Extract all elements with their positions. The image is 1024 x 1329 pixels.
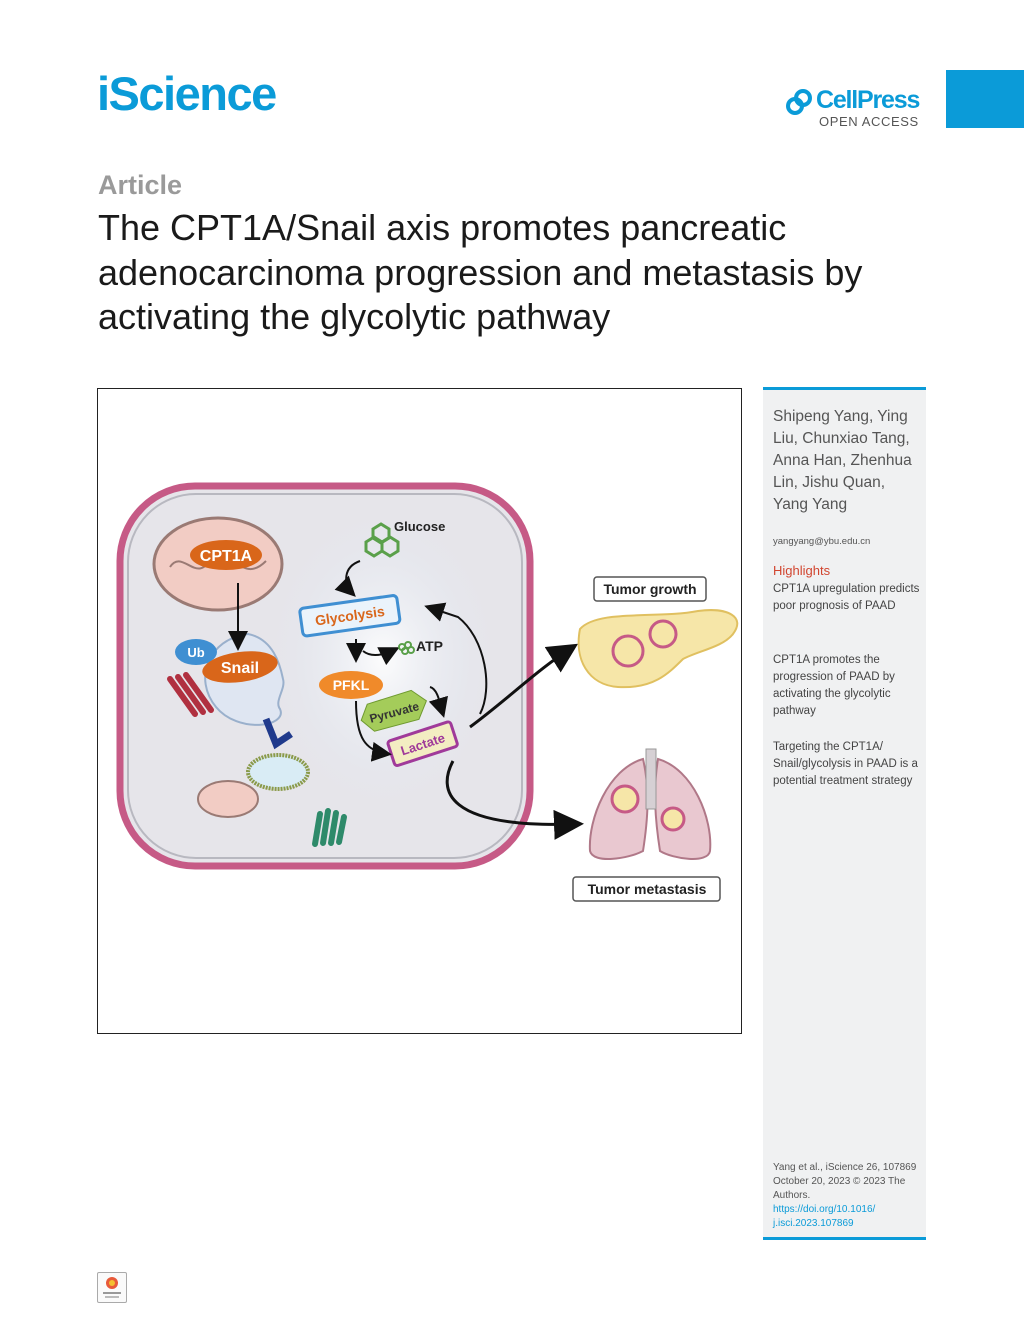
author-list: Shipeng Yang, Ying Liu, Chunxiao Tang, A… [773, 408, 912, 513]
channel-organelle [262, 717, 293, 750]
snail-label: Snail [221, 660, 259, 677]
article-title: The CPT1A/Snail axis promotes pancreatic… [98, 207, 863, 337]
article-sidebar: Shipeng Yang, Ying Liu, Chunxiao Tang, A… [763, 387, 926, 1240]
arrow-to-metastasis [445, 760, 584, 840]
tumor-metastasis-box [572, 876, 721, 902]
cell-membrane-inner [127, 493, 523, 859]
citation-line: Yang et al., iScience 26, 107869 [773, 1162, 917, 1173]
graphical-abstract: CPT1A Ub Snail Glucose Glycolysis [97, 388, 742, 1034]
cpt1a-label-bg [190, 540, 262, 570]
pancreas [577, 609, 739, 689]
lung-right [654, 757, 712, 860]
trachea [645, 748, 657, 810]
tumor-growth-label: Tumor growth [603, 581, 696, 597]
publisher-name: CellPress [816, 86, 920, 114]
corresponding-email[interactable]: yangyang@ybu.edu.cn [773, 536, 871, 547]
pfkl-label: PFKL [333, 677, 370, 693]
graphical-abstract-figure: CPT1A Ub Snail Glucose Glycolysis [116, 482, 739, 902]
article-type: Article [98, 170, 183, 200]
highlight-item: CPT1A upregulation predicts poor prognos… [773, 583, 920, 612]
cellpress-logo-icon [786, 89, 812, 115]
citation-block: Yang et al., iScience 26, 107869 October… [773, 1161, 923, 1231]
doi-link[interactable]: https://doi.org/10.1016/ j.isci.2023.107… [773, 1204, 876, 1229]
tumor-growth-box [593, 576, 707, 602]
ub-label: Ub [187, 645, 204, 660]
atp-label: ATP [416, 638, 443, 654]
pyruvate-shape [360, 689, 428, 732]
open-access-label: OPEN ACCESS [819, 114, 919, 129]
publisher-logo: CellPress OPEN ACCESS [786, 86, 926, 132]
golgi [312, 808, 347, 847]
atp-icon [398, 641, 415, 655]
glucose-icon [364, 522, 400, 558]
corner-accent [946, 70, 1024, 128]
highlight-item: Targeting the CPT1A/ Snail/glycolysis in… [773, 741, 918, 787]
highlight-item: CPT1A promotes the progression of PAAD b… [773, 654, 895, 717]
highlights-heading: Highlights [773, 563, 831, 578]
glucose-label: Glucose [394, 519, 445, 534]
cpt1a-label: CPT1A [200, 548, 253, 565]
arrow-to-growth [469, 643, 579, 729]
er-organelle [167, 672, 214, 717]
citation-date: October 20, 2023 © 2023 The Authors. [773, 1176, 906, 1201]
vesicle [246, 753, 310, 791]
glycolysis-box [298, 594, 402, 638]
journal-logo: iScience [97, 67, 277, 120]
tumor-metastasis-label: Tumor metastasis [588, 881, 707, 897]
check-for-updates-icon[interactable] [97, 1272, 127, 1303]
small-mitochondrion [197, 780, 259, 818]
